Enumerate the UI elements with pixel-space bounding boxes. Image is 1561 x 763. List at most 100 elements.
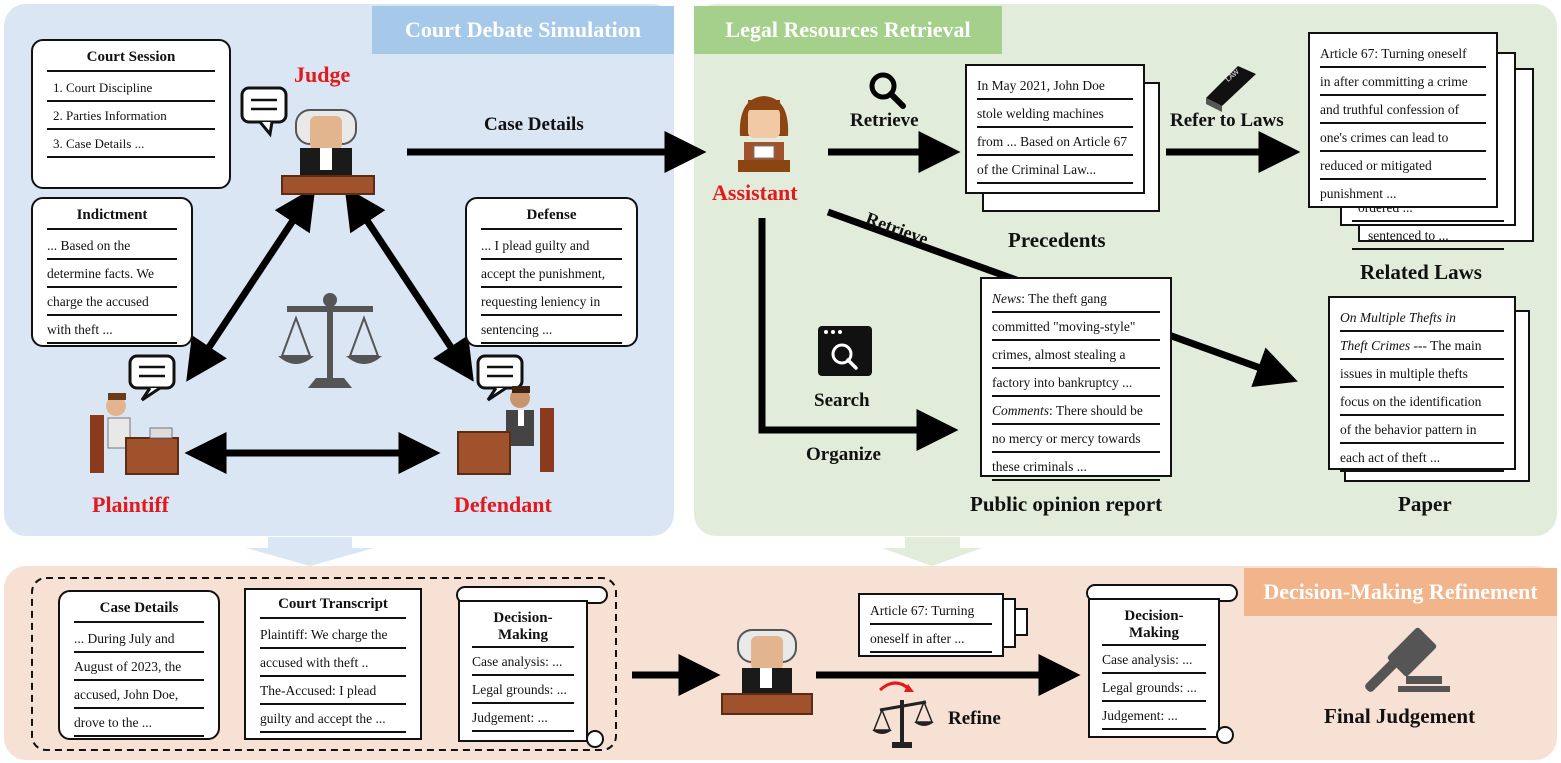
judge-icon [281, 109, 375, 195]
court-transcript-title: Court Transcript [260, 596, 406, 619]
case-details-line: drove to the ... [74, 709, 204, 737]
case-details-arrow-label: Case Details [484, 114, 584, 135]
related-laws-line: in after committing a crime [1320, 68, 1486, 96]
defense-line: requesting leniency in [481, 288, 622, 316]
related-laws-line: Article 67: Turning oneself [1320, 40, 1486, 68]
indictment-line: with theft ... [47, 316, 177, 344]
scales-icon [278, 293, 382, 388]
decision-refinement-title: Decision-Making Refinement [1244, 568, 1557, 616]
case-details-title: Case Details [74, 600, 204, 623]
paper-doc: On Multiple Thefts in Theft Crimes --- T… [1328, 296, 1516, 472]
defense-title: Defense [481, 207, 622, 230]
funnel-right [882, 537, 982, 566]
court-session-item: 3. Case Details ... [47, 130, 215, 158]
public-opinion-line: factory into bankruptcy ... [992, 369, 1160, 397]
case-details-box: Case Details ... During July and August … [58, 590, 220, 740]
gavel-icon [1365, 627, 1450, 692]
indictment-title: Indictment [47, 207, 177, 230]
paper-title-suffix: --- The main [1410, 338, 1482, 353]
related-laws-line: punishment ... [1320, 180, 1486, 208]
retrieve-label: Retrieve [850, 110, 919, 131]
search-label: Search [814, 390, 870, 411]
case-details-line: ... During July and [74, 625, 204, 653]
refine-label: Refine [948, 708, 1001, 729]
refer-to-laws-label: Refer to Laws [1170, 110, 1284, 131]
public-opinion-line: crimes, almost stealing a [992, 341, 1160, 369]
defendant-label: Defendant [454, 492, 552, 517]
indictment-line: charge the accused [47, 288, 177, 316]
article-snippet-line: oneself in after ... [870, 625, 992, 653]
public-opinion-line: these criminals ... [992, 453, 1160, 481]
plaintiff-icon [90, 393, 179, 475]
decision-making-1-title: Decision-Making [472, 606, 574, 648]
input-group-frame [31, 577, 617, 751]
defendant-icon [457, 386, 554, 475]
refine-scales-icon [872, 681, 934, 748]
law-book-icon: LAW [1206, 66, 1256, 112]
decision-making-1-line: Legal grounds: ... [472, 676, 574, 704]
court-session-box: Court Session 1. Court Discipline 2. Par… [31, 39, 231, 189]
court-session-item: 2. Parties Information [47, 102, 215, 130]
paper-title-line: On Multiple Thefts in [1340, 304, 1504, 332]
court-transcript-line: The-Accused: I plead [260, 677, 406, 705]
precedents-line: stole welding machines [977, 100, 1133, 128]
precedents-line: of the Criminal Law... [977, 156, 1133, 184]
precedents-line: In May 2021, John Doe [977, 72, 1133, 100]
case-details-line: accused, John Doe, [74, 681, 204, 709]
indictment-line: ... Based on the [47, 232, 177, 260]
article-snippet-doc: Article 67: Turning oneself in after ... [858, 593, 1004, 657]
court-session-item: 1. Court Discipline [47, 74, 215, 102]
news-text: : The theft gang [1021, 291, 1107, 306]
indictment-line: determine facts. We [47, 260, 177, 288]
legal-resources-title: Legal Resources Retrieval [694, 6, 1002, 54]
related-laws-line: one's crimes can lead to [1320, 124, 1486, 152]
decision-making-1-line: Judgement: ... [472, 704, 574, 732]
related-laws-line: and truthful confession of [1320, 96, 1486, 124]
precedents-label: Precedents [1008, 228, 1106, 252]
decision-making-2-line: Legal grounds: ... [1102, 674, 1206, 702]
scroll-bottom-roll [586, 730, 604, 748]
public-opinion-line: committed "moving-style" [992, 313, 1160, 341]
scroll-bottom-roll [1216, 726, 1234, 744]
comments-label: Comments [992, 403, 1049, 418]
arrow-judge-plaintiff [186, 186, 316, 382]
case-details-line: August of 2023, the [74, 653, 204, 681]
defense-line: ... I plead guilty and [481, 232, 622, 260]
funnel-left [246, 537, 374, 566]
search-window-icon [818, 326, 872, 376]
court-transcript-line: guilty and accept the ... [260, 705, 406, 733]
final-judgement-label: Final Judgement [1324, 704, 1476, 728]
organize-label: Organize [806, 444, 881, 465]
comments-line: Comments: There should be [992, 397, 1160, 425]
assistant-icon [738, 96, 790, 172]
paper-line: focus on the identification [1340, 388, 1504, 416]
court-transcript-line: Plaintiff: We charge the [260, 621, 406, 649]
related-laws-label: Related Laws [1360, 260, 1482, 284]
paper-line: issues in multiple thefts [1340, 360, 1504, 388]
public-opinion-doc: News: The theft gang committed "moving-s… [980, 277, 1172, 481]
related-laws-line: reduced or mitigated [1320, 152, 1486, 180]
related-laws-doc: Article 67: Turning oneself in after com… [1308, 32, 1498, 208]
judge-label: Judge [294, 62, 351, 87]
magnifier-icon [869, 72, 906, 109]
paper-label: Paper [1398, 492, 1452, 516]
decision-making-2-line: Case analysis: ... [1102, 646, 1206, 674]
news-line: News: The theft gang [992, 285, 1160, 313]
court-transcript-box: Court Transcript Plaintiff: We charge th… [244, 588, 422, 740]
paper-line: of the behavior pattern in [1340, 416, 1504, 444]
precedents-doc: In May 2021, John Doe stole welding mach… [965, 64, 1145, 194]
defense-line: sentencing ... [481, 316, 622, 344]
decision-making-2: Decision-Making Case analysis: ... Legal… [1088, 598, 1220, 738]
court-debate-title: Court Debate Simulation [372, 6, 674, 54]
judge-icon [721, 629, 813, 715]
precedents-line: from ... Based on Article 67 [977, 128, 1133, 156]
defense-line: accept the punishment, [481, 260, 622, 288]
public-opinion-line: no mercy or mercy towards [992, 425, 1160, 453]
paper-title-line2: Theft Crimes --- The main [1340, 332, 1504, 360]
speech-bubble-icon [128, 354, 176, 402]
arrow-search-organize [758, 218, 959, 451]
assistant-label: Assistant [712, 180, 798, 205]
court-transcript-line: accused with theft .. [260, 649, 406, 677]
indictment-box: Indictment ... Based on the determine fa… [31, 197, 193, 347]
